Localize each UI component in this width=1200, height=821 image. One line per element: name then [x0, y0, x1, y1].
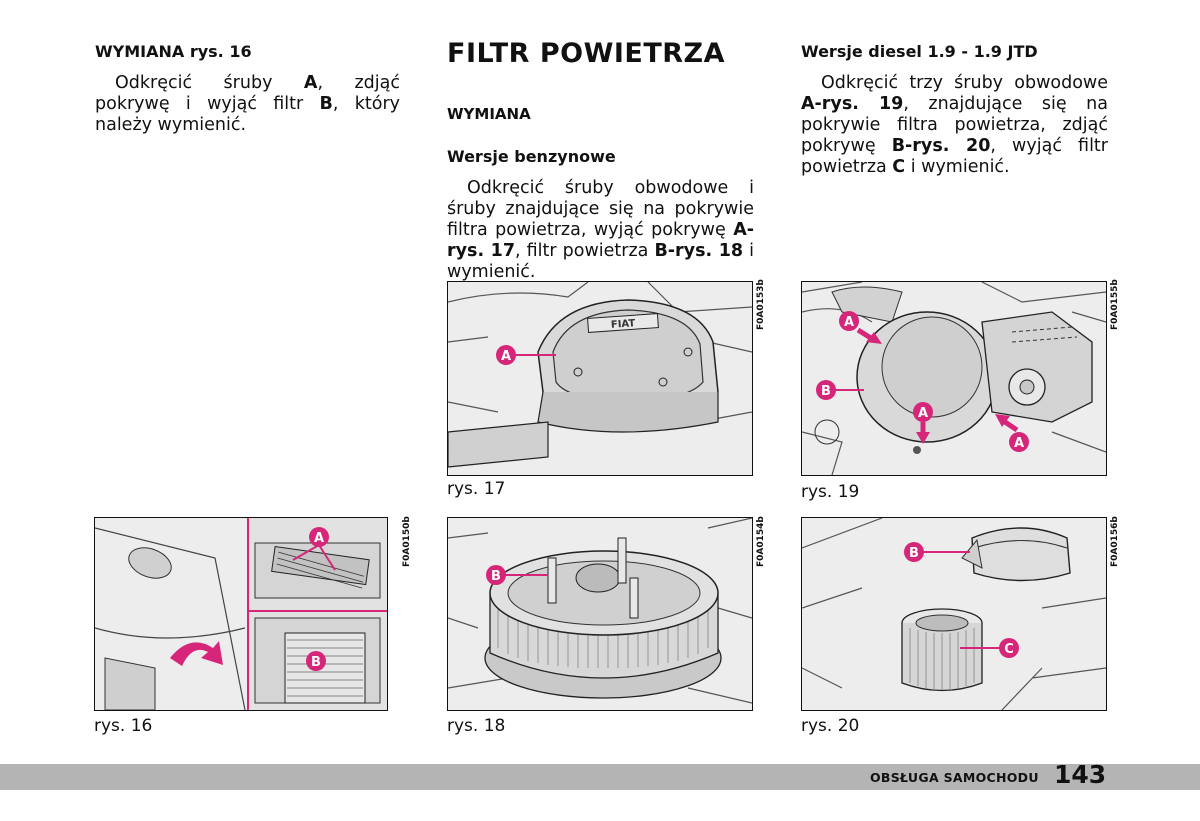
page-title: FILTR POWIETRZA	[447, 38, 726, 69]
right-subheading: Wersje diesel 1.9 - 1.9 JTD	[801, 42, 1038, 61]
figure-19-caption: rys. 19	[801, 482, 860, 502]
left-column: WYMIANA rys. 16 Odkręcić śruby A, zdjąć …	[95, 42, 400, 136]
callout-a-mid-marker	[913, 402, 933, 422]
right-column: Wersje diesel 1.9 - 1.9 JTD Odkręcić trz…	[801, 42, 1108, 178]
callout-b-label: B	[909, 546, 919, 561]
rotate-arrow-icon	[170, 641, 223, 666]
figure-16-code: F0A0150b	[402, 516, 412, 567]
figure-17-illustration: FIAT A	[448, 282, 752, 475]
callout-a-marker	[309, 527, 329, 547]
footer-bar	[0, 764, 1200, 790]
fiat-logo-text: FIAT	[611, 318, 636, 331]
figure-16-caption: rys. 16	[94, 716, 153, 736]
figure-18-caption: rys. 18	[447, 716, 506, 736]
footer-section-label: OBSŁUGA SAMOCHODU	[870, 770, 1039, 785]
middle-subheading: Wersje benzynowe	[447, 147, 616, 166]
callout-c-marker	[999, 638, 1019, 658]
callout-a-right-marker	[1009, 432, 1029, 452]
callout-c-label: C	[1004, 642, 1014, 657]
page-number: 143	[1054, 760, 1107, 789]
callout-a-right-label: A	[1014, 436, 1024, 451]
callout-a-top-label: A	[844, 315, 854, 330]
figure-18-code: F0A0154b	[756, 516, 766, 567]
figure-20-code: F0A0156b	[1110, 516, 1120, 567]
figure-19-illustration: A B A A	[802, 282, 1106, 475]
callout-b-marker	[306, 651, 326, 671]
callout-b-marker	[904, 542, 924, 562]
figure-16-illustration: A B	[95, 518, 387, 710]
figure-17-caption: rys. 17	[447, 479, 506, 499]
figure-17-code: F0A0153b	[756, 279, 766, 330]
middle-heading: WYMIANA	[447, 105, 531, 123]
callout-a-marker	[496, 345, 516, 365]
callout-b-label: B	[311, 655, 321, 670]
middle-paragraph: Odkręcić śruby obwodowe i śruby znajdują…	[447, 178, 754, 282]
callout-b-label: B	[821, 384, 831, 399]
figure-16: A B	[94, 517, 388, 711]
left-heading: WYMIANA rys. 16	[95, 42, 252, 61]
figure-19-code: F0A0155b	[1110, 279, 1120, 330]
callout-a-label: A	[314, 531, 324, 546]
figure-18: B	[447, 517, 753, 711]
figure-20-caption: rys. 20	[801, 716, 860, 736]
callout-b-label: B	[491, 569, 501, 584]
figure-18-illustration: B	[448, 518, 752, 710]
figure-20: B C	[801, 517, 1107, 711]
callout-b-marker	[816, 380, 836, 400]
right-paragraph: Odkręcić trzy śruby obwodowe A-rys. 19, …	[801, 73, 1108, 177]
callout-a-top-marker	[839, 311, 859, 331]
figure-17: FIAT A	[447, 281, 753, 476]
callout-a-mid-label: A	[918, 406, 928, 421]
figure-20-illustration: B C	[802, 518, 1106, 710]
middle-column: WYMIANA Wersje benzynowe Odkręcić śruby …	[447, 105, 754, 283]
callout-a-label: A	[501, 349, 511, 364]
left-paragraph: Odkręcić śruby A, zdjąć pokrywę i wyjąć …	[95, 73, 400, 135]
figure-19: A B A A	[801, 281, 1107, 476]
callout-b-marker	[486, 565, 506, 585]
